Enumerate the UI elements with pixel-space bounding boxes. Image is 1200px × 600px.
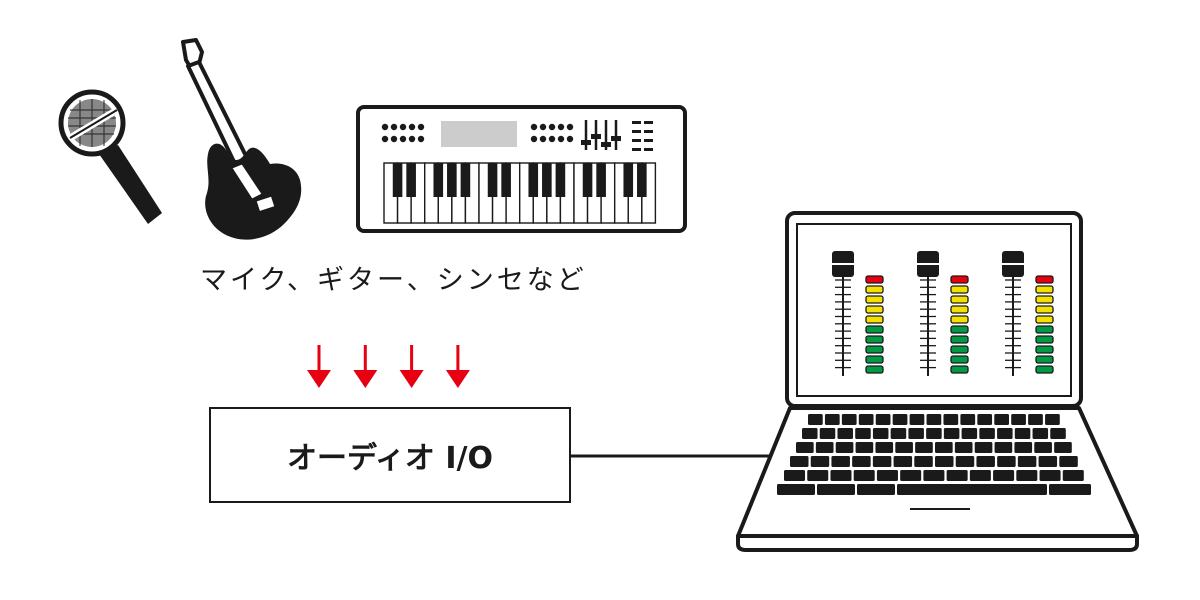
level-led <box>865 335 884 344</box>
electric-guitar-icon <box>181 38 302 240</box>
level-led <box>950 345 969 354</box>
level-led <box>1035 355 1054 364</box>
synthesizer-keyboard-icon <box>356 105 687 233</box>
input-arrows <box>307 345 470 388</box>
input-arrow <box>445 345 470 388</box>
level-led <box>950 295 969 304</box>
level-led <box>865 365 884 374</box>
level-led <box>865 305 884 314</box>
level-led <box>950 365 969 374</box>
sources-label: マイク、ギター、シンセなど <box>200 265 587 296</box>
level-led <box>865 325 884 334</box>
level-led <box>865 345 884 354</box>
level-led <box>865 295 884 304</box>
laptop-keyboard <box>777 414 1091 495</box>
synth-keys <box>383 162 657 224</box>
level-led <box>950 315 969 324</box>
level-led <box>950 325 969 334</box>
level-led <box>1035 335 1054 344</box>
laptop-icon <box>736 211 1139 552</box>
level-led <box>950 335 969 344</box>
level-led <box>950 275 969 284</box>
level-led <box>1035 345 1054 354</box>
input-arrow <box>399 345 424 388</box>
audio-io-label: オーディオ I/O <box>287 441 493 476</box>
level-led <box>1035 285 1054 294</box>
level-led <box>1035 325 1054 334</box>
mixer-screen-icon <box>832 251 1054 376</box>
input-arrow <box>353 345 378 388</box>
level-led <box>1035 305 1054 314</box>
microphone-icon <box>58 89 162 224</box>
level-led <box>865 285 884 294</box>
input-arrow <box>307 345 331 388</box>
audio-io-box <box>209 407 571 503</box>
mixer-channel <box>1002 251 1054 376</box>
mixer-channel <box>917 251 969 376</box>
level-led <box>1035 365 1054 374</box>
level-led <box>950 285 969 294</box>
level-led <box>950 355 969 364</box>
level-led <box>865 275 884 284</box>
level-led <box>1035 275 1054 284</box>
level-led <box>950 305 969 314</box>
level-led <box>1035 295 1054 304</box>
level-led <box>865 315 884 324</box>
mixer-channel <box>832 251 884 376</box>
level-led <box>865 355 884 364</box>
level-led <box>1035 315 1054 324</box>
